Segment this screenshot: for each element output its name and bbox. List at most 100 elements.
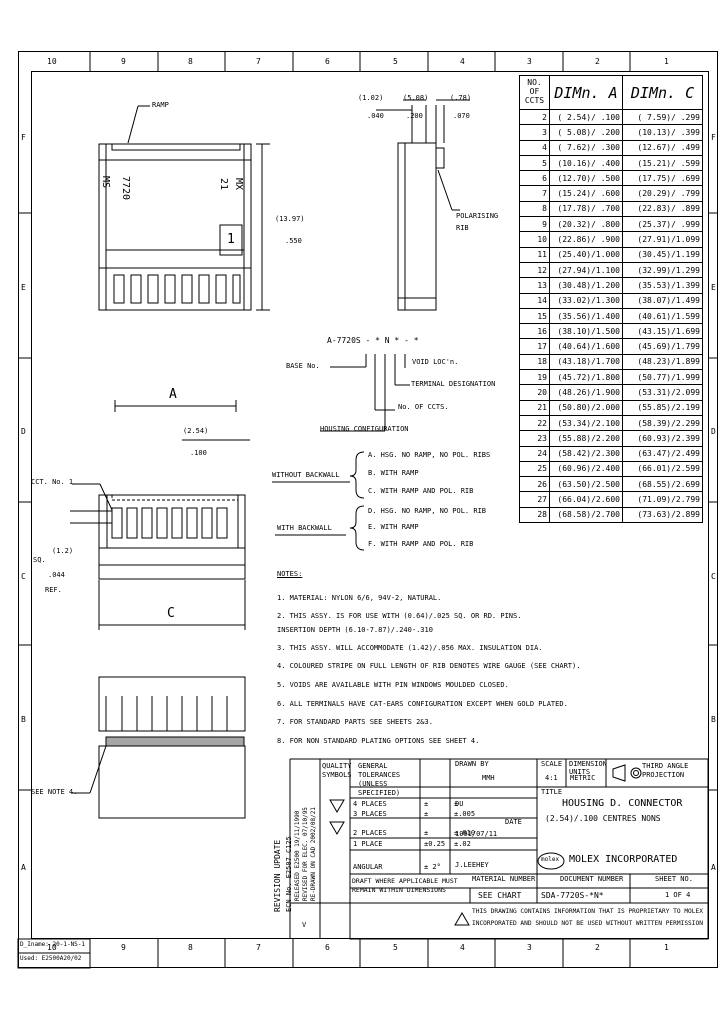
- footer-used: Used: E2500A20/02: [20, 955, 82, 962]
- zone-label: 2: [595, 57, 600, 66]
- table-row: 28(68.58)/2.700(73.63)/2.899: [519, 506, 703, 524]
- draft-note: DRAFT WHERE APPLICABLE MUST REMAIN WITHI…: [352, 877, 458, 894]
- cell-dim-c: (12.67)/ .499: [622, 139, 703, 156]
- sheet-label: SHEET NO.: [655, 875, 693, 883]
- cell-dim-a: (68.58)/2.700: [549, 506, 623, 524]
- circuit-dimension-table: NO. OF CCTS DIMn. A DIMn. C 2( 2.54)/ .1…: [519, 75, 703, 524]
- cell-dim-c: (48.23)/1.899: [622, 353, 703, 371]
- height-dim: .550: [285, 237, 302, 245]
- cell-ccts: 9: [519, 216, 550, 233]
- cell-dim-a: (22.86)/ .900: [549, 231, 623, 248]
- cell-dim-c: (50.77)/1.999: [622, 369, 703, 386]
- checked-by: DU: [455, 800, 464, 808]
- cell-dim-a: (10.16)/ .400: [549, 154, 623, 172]
- height-dim: (13.97): [275, 215, 305, 223]
- polarising-rib-label: RIB: [456, 224, 469, 232]
- sheet-number: 1 OF 4: [665, 891, 691, 899]
- cell-dim-c: (43.15)/1.699: [622, 323, 703, 340]
- scale-value: 4:1: [545, 774, 558, 782]
- table-row: 11(25.40)/1.000(30.45)/1.199: [519, 246, 703, 263]
- cell-ccts: 25: [519, 460, 550, 478]
- row-label: D: [21, 427, 26, 436]
- table-row: 26(63.50)/2.500(68.55)/2.699: [519, 476, 703, 493]
- cell-dim-a: (40.64)/1.600: [549, 338, 623, 355]
- company-name: MOLEX INCORPORATED: [569, 854, 678, 865]
- cell-dim-a: (33.02)/1.300: [549, 292, 623, 309]
- cell-dim-c: (68.55)/2.699: [622, 476, 703, 493]
- quality-symbols-label: QUALITY SYMBOLS: [322, 762, 352, 779]
- table-row: 2( 2.54)/ .100( 7.59)/ .299: [519, 108, 703, 126]
- cell-dim-c: ( 7.59)/ .299: [622, 108, 703, 126]
- row-label: E: [711, 283, 716, 292]
- cell-ccts: 8: [519, 200, 550, 218]
- with-backwall-label: WITH BACKWALL: [277, 524, 332, 532]
- cell-dim-c: (25.37)/ .999: [622, 216, 703, 233]
- table-row: 3( 5.08)/ .200(10.13)/ .399: [519, 124, 703, 141]
- cell-dim-c: (20.29)/ .799: [622, 185, 703, 202]
- sq-label: (1.2): [52, 547, 74, 555]
- part-code-void: VOID LOC'n.: [412, 358, 459, 366]
- row-label: C: [711, 572, 716, 581]
- note-item: INSERTION DEPTH (6.10-7.87)/.240-.310: [277, 626, 433, 634]
- table-row: 24(58.42)/2.300(63.47)/2.499: [519, 445, 703, 462]
- cell-ccts: 15: [519, 307, 550, 325]
- dim-c-label: C: [167, 606, 175, 621]
- revision-line: RE-DRAWN ON CAD 2002/08/21: [310, 807, 317, 901]
- dim-mm: (5.08): [403, 94, 429, 102]
- cell-ccts: 2: [519, 108, 550, 126]
- table-row: 8(17.78)/ .700(22.83)/ .899: [519, 200, 703, 218]
- config-option: C. WITH RAMP AND POL. RIB: [368, 487, 474, 495]
- place-label: 1 PLACE: [353, 840, 383, 848]
- cell-dim-c: (71.09)/2.799: [622, 491, 703, 508]
- config-option: E. WITH RAMP: [368, 523, 419, 531]
- cell-ccts: 14: [519, 292, 550, 309]
- cell-dim-c: (63.47)/2.499: [622, 445, 703, 462]
- row-label: A: [21, 863, 26, 872]
- table-row: 25(60.96)/2.400(66.01)/2.599: [519, 460, 703, 478]
- cell-ccts: 21: [519, 399, 550, 416]
- cell-dim-a: (15.24)/ .600: [549, 185, 623, 202]
- table-row: 16(38.10)/1.500(43.15)/1.699: [519, 323, 703, 340]
- header-ccts: NO. OF CCTS: [519, 75, 550, 110]
- tol-in: ±.005: [454, 810, 476, 818]
- table-row: 4( 7.62)/ .300(12.67)/ .499: [519, 139, 703, 156]
- revision-line: ECN No. E2507 C125: [285, 836, 293, 912]
- housing-mark: 1: [227, 232, 235, 247]
- cell-dim-c: (30.45)/1.199: [622, 246, 703, 263]
- cell-dim-c: (73.63)/2.899: [622, 506, 703, 524]
- cell-dim-c: (22.83)/ .899: [622, 200, 703, 218]
- cell-ccts: 16: [519, 323, 550, 340]
- scale-label: SCALE: [541, 760, 563, 768]
- table-row: 15(35.56)/1.400(40.61)/1.599: [519, 307, 703, 325]
- cell-dim-c: (17.75)/ .699: [622, 170, 703, 187]
- zone-label: 8: [188, 943, 193, 952]
- table-row: 7(15.24)/ .600(20.29)/ .799: [519, 185, 703, 202]
- cell-dim-a: (43.18)/1.700: [549, 353, 623, 371]
- zone-label: 1: [664, 57, 669, 66]
- cell-dim-a: ( 7.62)/ .300: [549, 139, 623, 156]
- cell-ccts: 24: [519, 445, 550, 462]
- cell-dim-c: (40.61)/1.599: [622, 307, 703, 325]
- zone-label: 3: [527, 943, 532, 952]
- row-label: D: [711, 427, 716, 436]
- table-row: 6(12.70)/ .500(17.75)/ .699: [519, 170, 703, 187]
- part-code-config: HOUSING CONFIGURATION: [320, 425, 409, 433]
- cell-ccts: 13: [519, 277, 550, 294]
- note-item: 1. MATERIAL: NYLON 6/6, 94V-2, NATURAL.: [277, 594, 442, 602]
- table-row: 5(10.16)/ .400(15.21)/ .599: [519, 154, 703, 172]
- zone-label: 8: [188, 57, 193, 66]
- zone-label: 10: [47, 943, 57, 952]
- cell-ccts: 17: [519, 338, 550, 355]
- cell-ccts: 12: [519, 261, 550, 279]
- cell-ccts: 27: [519, 491, 550, 508]
- cell-dim-a: (25.40)/1.000: [549, 246, 623, 263]
- row-label: C: [21, 572, 26, 581]
- dim-mm: (.78): [450, 94, 472, 102]
- table-row: 17(40.64)/1.600(45.69)/1.799: [519, 338, 703, 355]
- drawing-title: HOUSING D. CONNECTOR: [562, 798, 683, 809]
- cell-dim-a: (27.94)/1.100: [549, 261, 623, 279]
- zone-label: 7: [256, 57, 261, 66]
- cell-dim-c: (53.31)/2.099: [622, 384, 703, 401]
- part-code: A-7720S - * N * - *: [327, 336, 419, 345]
